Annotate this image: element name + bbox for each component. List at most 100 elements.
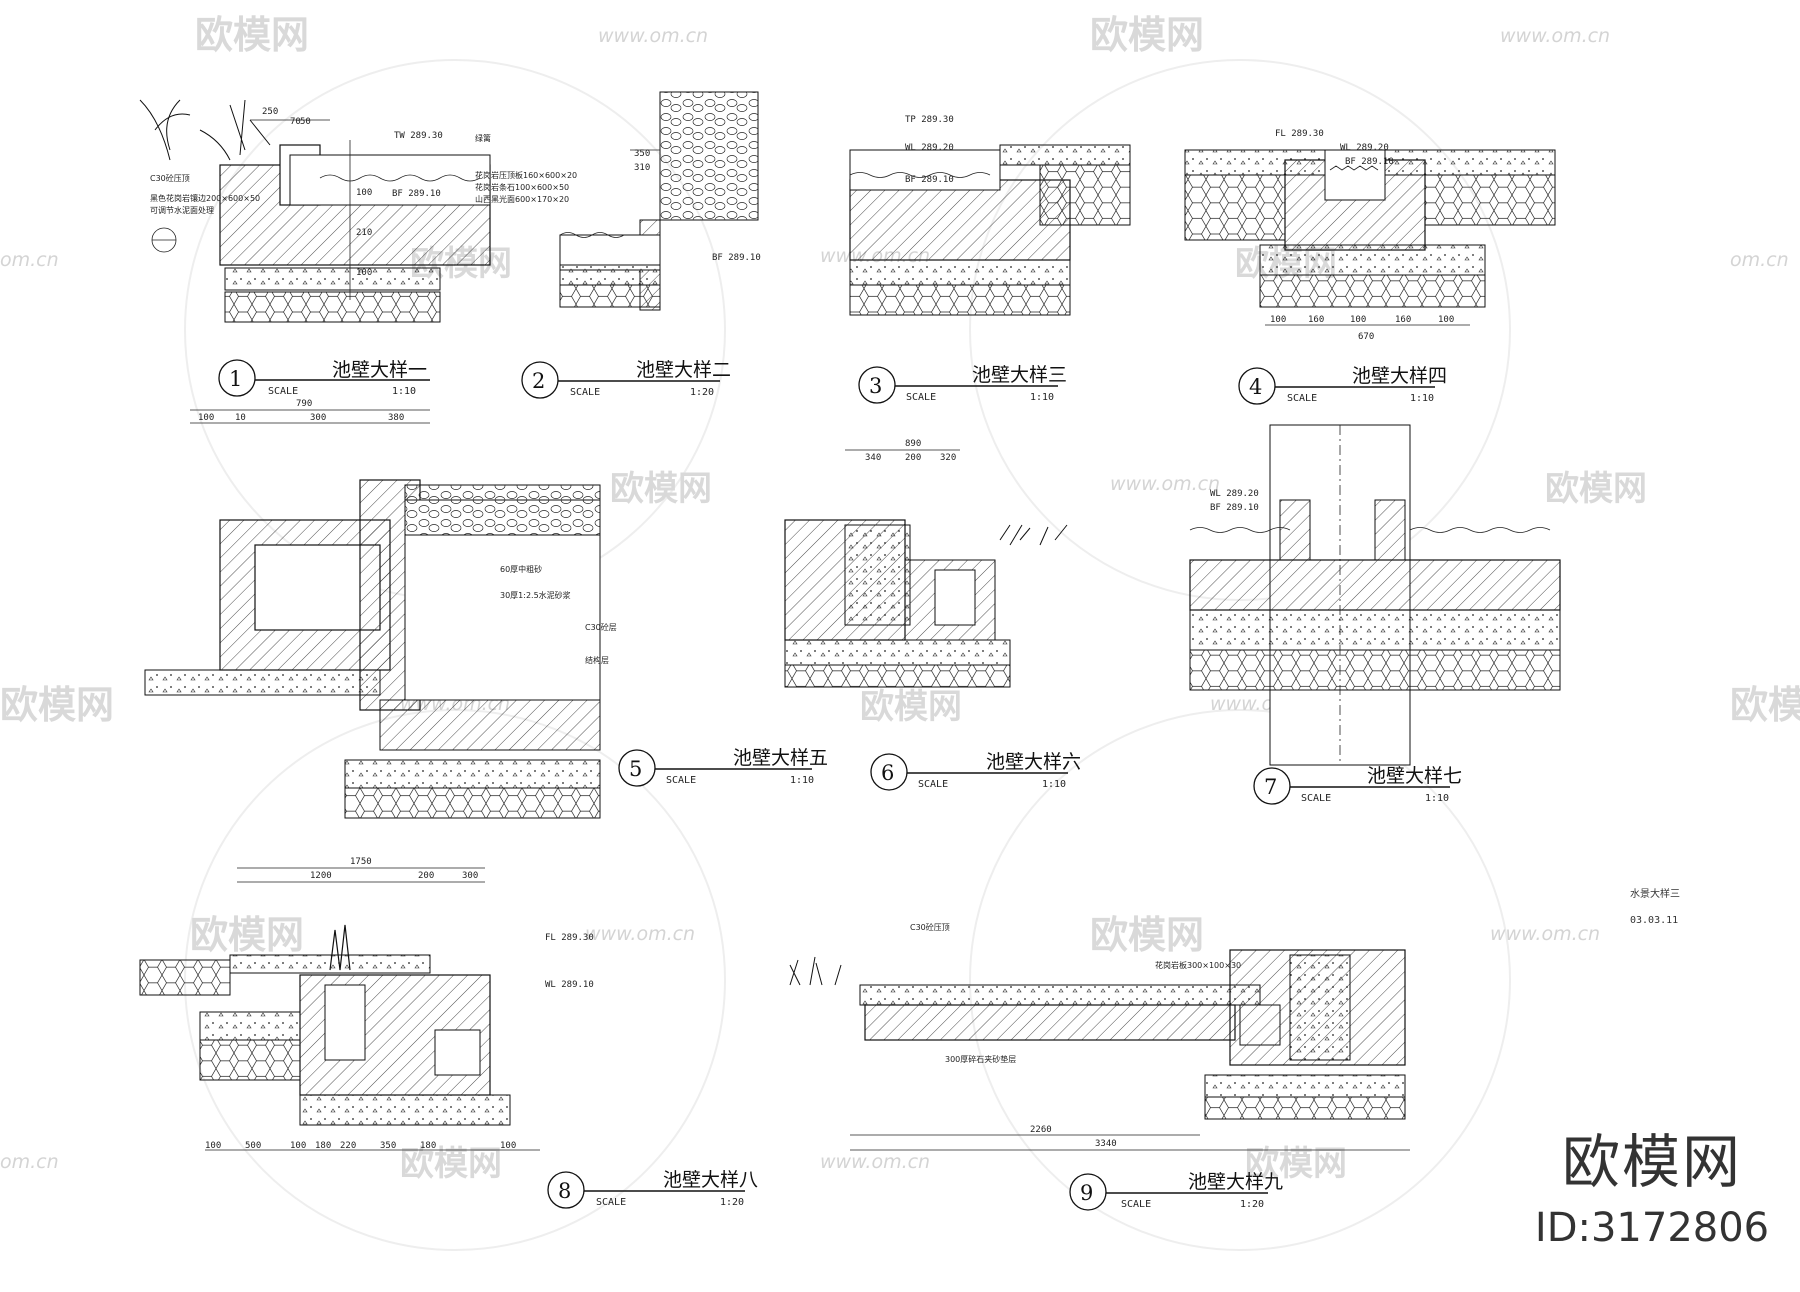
- dim-8: 220: [340, 1141, 356, 1151]
- model-id: ID:3172806: [1534, 1205, 1770, 1251]
- level-7a: WL 289.20: [1210, 489, 1259, 499]
- note-2: 花岗岩压顶板160×600×20: [475, 170, 577, 180]
- dim-8: 180: [315, 1141, 331, 1151]
- detail-5: 790 100 10 300 380 60厚中粗砂 30厚1:2.5水泥砂浆 C…: [144, 399, 828, 819]
- dim-4: 160: [1308, 315, 1324, 325]
- detail-title: 池壁大样三: [972, 364, 1067, 386]
- detail-9: 2260 3340 C30砼压顶 花岗岩板300×100×30 300厚碎石夹砂…: [789, 922, 1410, 1211]
- note-2: 花岗岩条石100×600×50: [475, 182, 569, 192]
- scale-value: 1:10: [1042, 779, 1066, 790]
- watermark-logo: 欧模网: [1245, 1144, 1347, 1184]
- dim-8: 100: [205, 1141, 221, 1151]
- brand-logo: 欧模网: [1561, 1128, 1742, 1196]
- level-3a: TP 289.30: [905, 115, 954, 125]
- dim-8: 350: [380, 1141, 396, 1151]
- watermark-url: www.om.cn: [1110, 473, 1220, 495]
- watermark-url: om.cn: [0, 249, 59, 271]
- dim-8: 100: [290, 1141, 306, 1151]
- detail-title: 池壁大样八: [663, 1169, 758, 1191]
- level-4c: BF 289.10: [1345, 157, 1394, 167]
- detail-number: 2: [532, 369, 545, 393]
- note-5: C30砼层: [585, 622, 617, 632]
- scale-label: SCALE: [1301, 793, 1331, 804]
- detail-number: 9: [1080, 1181, 1093, 1205]
- note-5: 结构层: [585, 655, 609, 665]
- detail-number: 6: [881, 761, 894, 785]
- note-2: 山西黑光面600×170×20: [475, 194, 569, 204]
- note-2: 绿篱: [475, 133, 491, 143]
- detail-number: 7: [1264, 775, 1277, 799]
- scale-label: SCALE: [268, 386, 298, 397]
- watermark-url: om.cn: [0, 1151, 59, 1173]
- watermark-url: www.om.cn: [1490, 923, 1600, 945]
- dim-v: 100: [356, 268, 372, 278]
- detail-title: 池壁大样一: [332, 359, 427, 381]
- dim-5: 100: [198, 413, 214, 423]
- dim-5: 10: [235, 413, 246, 423]
- dim-2: 350: [634, 149, 650, 159]
- level-8a: FL 289.30: [545, 933, 594, 943]
- watermark-url: om.cn: [1730, 249, 1789, 271]
- dim-1: 70: [290, 117, 301, 127]
- note-1: 黑色花岗岩镶边200×600×50: [150, 193, 260, 203]
- detail-number: 5: [629, 757, 642, 781]
- level-1b: BF 289.10: [392, 189, 441, 199]
- scale-label: SCALE: [1287, 393, 1317, 404]
- detail-number: 1: [229, 367, 242, 391]
- watermark-logo: 欧模网: [400, 1144, 502, 1184]
- scale-label: SCALE: [596, 1197, 626, 1208]
- brand-block: 欧模网 ID:3172806: [1512, 1115, 1792, 1251]
- detail-4: 100 160 100 160 100 670 FL 289.30 WL 289…: [1184, 129, 1556, 405]
- watermark-logo: 欧模网: [1090, 13, 1204, 57]
- level-1a: TW 289.30: [394, 131, 443, 141]
- note-1: 可调节水泥面处理: [150, 205, 214, 215]
- sheet-reference: 水景大样三 03.03.11: [1630, 882, 1680, 934]
- level-7b: BF 289.10: [1210, 503, 1259, 513]
- watermark-url: www.om.cn: [598, 25, 708, 47]
- detail-3: TP 289.30 WL 289.20 BF 289.10 3 池壁大样三 SC…: [849, 115, 1131, 404]
- scale-value: 1:10: [1030, 392, 1054, 403]
- sheet-ref-number: 03.03.11: [1630, 915, 1679, 926]
- scale-label: SCALE: [570, 387, 600, 398]
- dim-v: 100: [356, 188, 372, 198]
- detail-title: 池壁大样四: [1352, 365, 1447, 387]
- scale-value: 1:20: [720, 1197, 744, 1208]
- detail-number: 8: [558, 1179, 571, 1203]
- detail-title: 池壁大样九: [1188, 1171, 1283, 1193]
- detail-1: 250 70 50 100 210 100 TW 289.30 BF 289.1…: [139, 99, 491, 397]
- scale-label: SCALE: [666, 775, 696, 786]
- watermark-url: www.om.cn: [1500, 25, 1610, 47]
- dim-4: 100: [1438, 315, 1454, 325]
- dim-8-total: 1750: [350, 857, 372, 867]
- note-5: 60厚中粗砂: [500, 564, 542, 574]
- note-9: 300厚碎石夹砂垫层: [945, 1054, 1016, 1064]
- watermark-logo: 欧模网: [1090, 913, 1204, 957]
- watermark-logo: 欧模网: [610, 469, 712, 509]
- level-2a: BF 289.10: [712, 253, 761, 263]
- dim-2: 310: [634, 163, 650, 173]
- detail-number: 3: [869, 374, 882, 398]
- dim-4: 100: [1270, 315, 1286, 325]
- detail-title: 池壁大样五: [733, 747, 828, 769]
- watermark-logo: 欧模网: [1545, 469, 1647, 509]
- level-3b: WL 289.20: [905, 143, 954, 153]
- dim-v: 210: [356, 228, 372, 238]
- watermark-logo: 欧模网: [195, 13, 309, 57]
- note-9: C30砼压顶: [910, 922, 950, 932]
- dim-4: 160: [1395, 315, 1411, 325]
- scale-value: 1:20: [690, 387, 714, 398]
- sheet-ref-title: 水景大样三: [1630, 889, 1680, 900]
- level-4b: WL 289.20: [1340, 143, 1389, 153]
- detail-title: 池壁大样二: [636, 359, 731, 381]
- scale-value: 1:10: [1410, 393, 1434, 404]
- watermark-logo: 欧模网: [190, 913, 304, 957]
- dim-6: 340: [865, 453, 881, 463]
- dim-1: 250: [262, 107, 278, 117]
- dim-5: 300: [310, 413, 326, 423]
- dim-9-total: 3340: [1095, 1139, 1117, 1149]
- dim-9: 2260: [1030, 1125, 1052, 1135]
- watermark-logo: 欧模网: [1730, 683, 1800, 727]
- dim-8s: 1200: [310, 871, 332, 881]
- dim-8s: 200: [418, 871, 434, 881]
